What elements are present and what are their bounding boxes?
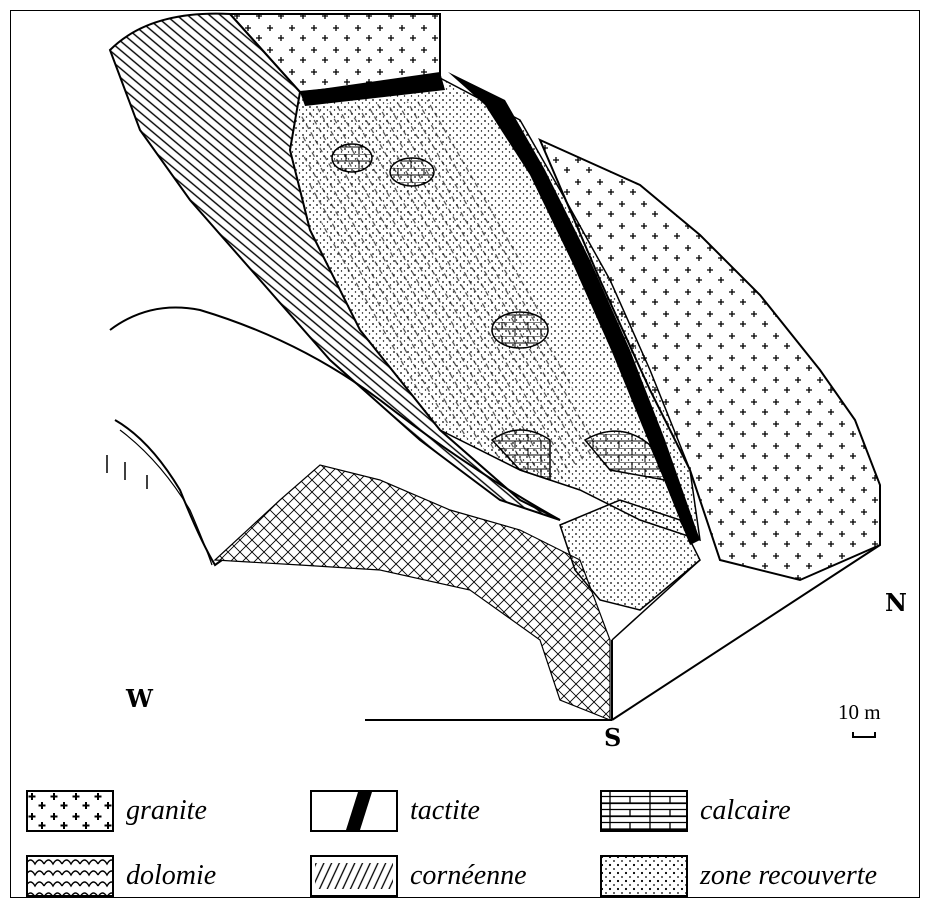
legend-swatch-tactite [310,790,398,832]
legend-item-dolomie: dolomie [26,855,216,897]
legend-label-granite: granite [126,795,207,827]
terrain-line-2 [115,420,222,565]
legend-label-calcaire: calcaire [700,795,791,827]
legend-swatch-zone-recouverte [600,855,688,897]
west-label: W [126,684,153,713]
section-front-face [215,465,610,720]
calcaire-lens-2 [390,158,434,186]
legend-swatch-calcaire [600,790,688,832]
legend-label-corneenne: cornéenne [410,860,527,892]
south-label: S [604,723,621,752]
legend-item-corneenne: cornéenne [310,855,527,897]
north-label: N [885,588,907,617]
calcaire-lens-3 [492,312,548,348]
legend-swatch-corneenne [310,855,398,897]
legend-item-granite: granite [26,790,207,832]
calcaire-lens-1 [332,144,372,172]
scale-bar [852,732,876,738]
legend-item-tactite: tactite [310,790,480,832]
legend-item-zone-recouverte: zone recouverte [600,855,877,897]
legend-label-zone-recouverte: zone recouverte [700,860,877,892]
legend-item-calcaire: calcaire [600,790,791,832]
legend-label-tactite: tactite [410,795,480,827]
legend-swatch-granite [26,790,114,832]
terrain-line-3 [120,430,212,565]
tick-marks [107,455,147,489]
legend-swatch-dolomie [26,855,114,897]
legend-label-dolomie: dolomie [126,860,216,892]
scale-label: 10 m [838,700,881,725]
